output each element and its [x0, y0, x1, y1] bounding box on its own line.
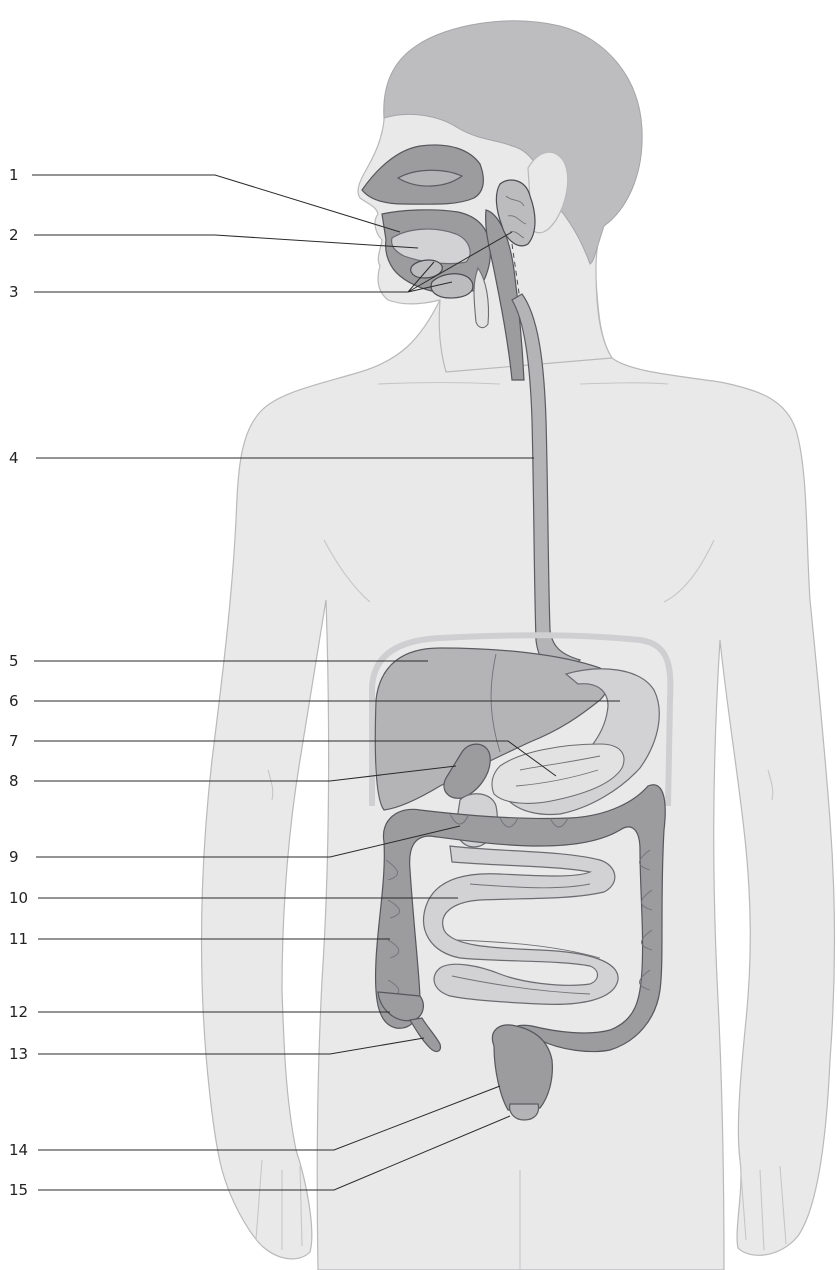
leader-line-1: [32, 175, 400, 232]
label-3: 3: [9, 283, 19, 301]
leader-line-2: [34, 235, 418, 248]
label-8: 8: [9, 772, 19, 790]
label-6: 6: [9, 692, 19, 710]
label-15: 15: [9, 1181, 28, 1199]
label-4: 4: [9, 449, 19, 467]
label-7: 7: [9, 732, 19, 750]
label-14: 14: [9, 1141, 28, 1159]
label-13: 13: [9, 1045, 28, 1063]
label-11: 11: [9, 930, 28, 948]
label-1: 1: [9, 166, 19, 184]
label-5: 5: [9, 652, 19, 670]
submandibular-gland: [431, 274, 473, 298]
number-labels: 1 2 3 4 5 6 7 8 9 10 11 12 13 14 15: [9, 166, 28, 1199]
label-9: 9: [9, 848, 19, 866]
label-10: 10: [9, 889, 28, 907]
label-2: 2: [9, 226, 19, 244]
label-12: 12: [9, 1003, 28, 1021]
